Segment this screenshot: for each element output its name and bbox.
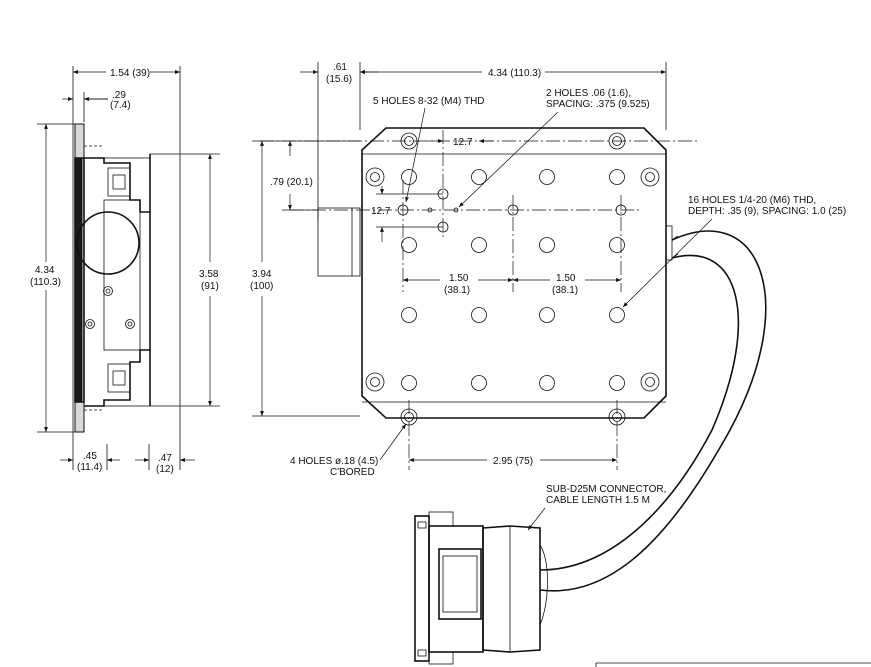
dim-offset-b: (15.6) <box>326 74 352 85</box>
dim-side-height-a: 4.34 <box>35 265 55 276</box>
label-connector-b: CABLE LENGTH 1.5 M <box>546 495 650 506</box>
label-small-holes-b: SPACING: .375 (9.525) <box>546 99 650 110</box>
motor-circle <box>76 211 140 275</box>
label-m4-holes: 5 HOLES 8-32 (M4) THD <box>373 96 485 107</box>
dim-pitch-2-a: 1.50 <box>556 273 576 284</box>
dim-pitch-1-a: 1.50 <box>449 273 469 284</box>
dim-pitch-1-b: (38.1) <box>444 285 470 296</box>
m4-holes <box>397 188 627 233</box>
stage-plate-outline <box>361 127 667 419</box>
motor-housing <box>317 207 361 277</box>
dim-bottom-right-b: (12) <box>156 464 174 475</box>
dim-bottom-left-b: (11.4) <box>77 462 102 473</box>
dim-127-top: 12.7 <box>453 137 473 148</box>
label-m6-holes-b: DEPTH: .35 (9), SPACING: 1.0 (25) <box>688 206 846 217</box>
label-mount-holes-a: 4 HOLES ø.18 (4.5) <box>290 456 378 467</box>
connector-window <box>438 548 482 620</box>
dim-pitch-2-b: (38.1) <box>552 285 578 296</box>
corner-screws <box>365 167 660 392</box>
dim-mount-spacing: 2.95 (75) <box>493 456 533 467</box>
dim-inner-height-b: (91) <box>201 281 219 292</box>
dim-plate-width: 4.34 (110.3) <box>488 68 541 79</box>
dim-inner-height-a: 3.58 <box>199 269 219 280</box>
dim-vert-offset: .79 (20.1) <box>270 177 313 188</box>
dim-bottom-right-a: .47 <box>158 453 172 464</box>
label-m6-holes-a: 16 HOLES 1/4-20 (M6) THD, <box>688 195 816 206</box>
dim-flange-b: (7.4) <box>110 100 131 111</box>
side-view: 1.54 (39) .29 (7.4) 4.34 (110.3) 3.58 (9… <box>30 66 220 475</box>
dim-bottom-left-a: .45 <box>83 451 97 462</box>
side-body-outline <box>74 154 151 407</box>
m6-hole-grid <box>401 169 625 391</box>
dim-flange-a: .29 <box>112 90 126 101</box>
side-flange-bottom <box>74 401 85 433</box>
side-cover <box>74 157 83 403</box>
top-view: .61 (15.6) 4.34 (110.3) 5 HOLES 8-32 (M4… <box>250 62 846 478</box>
dim-127-left: 12.7 <box>371 206 391 217</box>
dim-side-height-b: (110.3) <box>30 277 61 288</box>
label-small-holes-a: 2 HOLES .06 (1.6), <box>546 88 631 99</box>
dim-plate-height-b: (100) <box>250 281 273 292</box>
label-mount-holes-b: C'BORED <box>330 467 375 478</box>
label-connector-a: SUB-D25M CONNECTOR, <box>546 484 666 495</box>
dim-side-width: 1.54 (39) <box>110 68 150 79</box>
dim-offset-a: .61 <box>333 62 347 73</box>
subd-connector: SUB-D25M CONNECTOR, CABLE LENGTH 1.5 M <box>414 484 666 665</box>
cable <box>539 230 767 592</box>
dim-plate-height-a: 3.94 <box>252 269 272 280</box>
side-flange-top <box>74 123 85 159</box>
